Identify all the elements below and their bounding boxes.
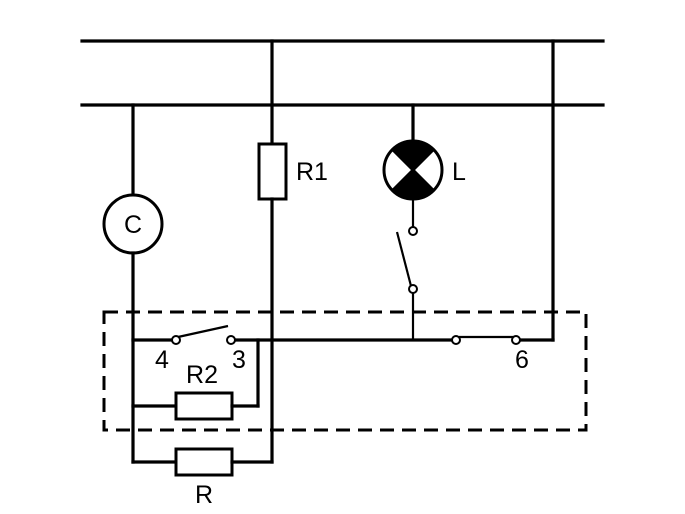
contact-6-left [451,335,461,345]
label-terminal-4: 4 [155,346,169,374]
contact-6-right [511,335,521,345]
door-switch-contact-top [408,226,418,236]
contact-3 [226,335,236,345]
lamp-icon [382,139,444,201]
door-switch-contact-bottom [408,284,418,294]
label-r: R [195,481,213,509]
label-c: C [124,211,142,239]
resistor-r2 [174,391,234,421]
label-lamp: L [452,158,466,186]
switch-4-3-blade [177,324,229,339]
label-r1: R1 [296,158,328,186]
label-terminal-3: 3 [232,346,246,374]
contact-4 [171,335,181,345]
dashed-enclosure [102,310,588,432]
door-switch-blade [395,231,413,287]
label-r2: R2 [186,361,218,389]
label-terminal-6: 6 [515,346,529,374]
resistor-r1 [257,142,288,201]
resistor-r [174,447,234,477]
